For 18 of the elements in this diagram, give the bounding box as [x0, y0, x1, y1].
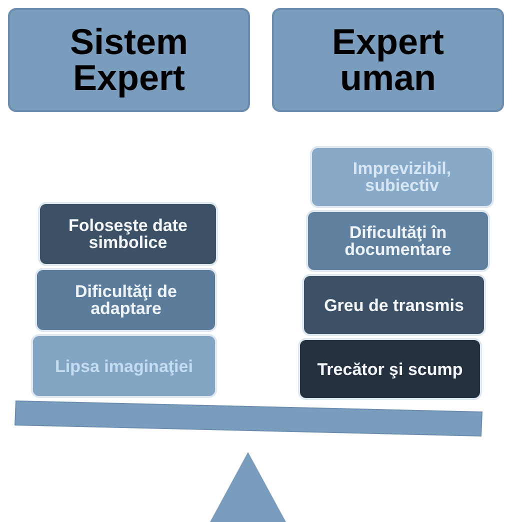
- header-text: Expert uman: [330, 24, 446, 96]
- header-text: Sistem Expert: [68, 24, 190, 96]
- stacked-block: [302, 274, 486, 336]
- stacked-block: [38, 202, 218, 266]
- block-text: Lipsa imaginaţiei: [55, 358, 193, 374]
- block-text: Trecător şi scump: [317, 360, 463, 378]
- stacked-block: [298, 338, 482, 400]
- header-box: [8, 8, 250, 112]
- block-text: Dificultăţi în documentare: [344, 224, 452, 258]
- stacked-block: [310, 146, 494, 208]
- header-box: [272, 8, 504, 112]
- block-text: Foloseşte date simbolice: [67, 217, 189, 251]
- block-text: Dificultăţi de adaptare: [74, 283, 178, 317]
- stacked-block: [35, 268, 217, 332]
- block-text: Imprevizibil, subiectiv: [352, 160, 452, 194]
- stacked-block: [31, 334, 217, 398]
- stacked-block: [306, 210, 490, 272]
- block-text: Greu de transmis: [324, 296, 464, 314]
